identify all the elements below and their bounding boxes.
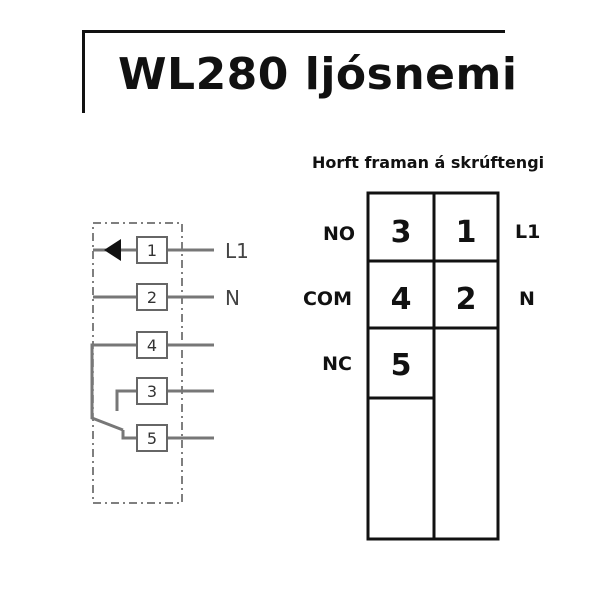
no-contact-wire bbox=[115, 389, 137, 411]
nc-contact-wire bbox=[121, 430, 137, 440]
row-label-nc: NC bbox=[322, 353, 352, 375]
diagram-subtitle: Horft framan á skrúftengi bbox=[312, 153, 545, 172]
terminal-4-box bbox=[136, 331, 168, 359]
title-frame bbox=[82, 30, 505, 113]
terminal-5-label: 5 bbox=[147, 429, 157, 448]
terminal-2-label: 2 bbox=[147, 288, 157, 307]
relay-switch-wire bbox=[90, 343, 137, 432]
cell-terminal-1: 1 bbox=[456, 215, 477, 250]
terminal-3-box bbox=[136, 377, 168, 405]
wire-label-l1: L1 bbox=[225, 239, 249, 263]
cell-terminal-2: 2 bbox=[456, 282, 477, 317]
cell-terminal-3: 3 bbox=[391, 215, 412, 250]
terminal-5-box bbox=[136, 424, 168, 452]
terminal-1-label: 1 bbox=[147, 241, 157, 260]
row-label-no: NO bbox=[323, 223, 355, 245]
terminal-4-label: 4 bbox=[147, 336, 157, 355]
row-label-n: N bbox=[519, 288, 535, 310]
row-label-l1: L1 bbox=[515, 221, 540, 243]
terminal-block: 3 1 4 2 5 NO COM NC L1 N bbox=[303, 191, 540, 541]
page-title: WL280 ljósnemi bbox=[118, 49, 518, 100]
cell-terminal-4: 4 bbox=[391, 282, 412, 317]
wire-label-n: N bbox=[225, 286, 240, 310]
row-label-com: COM bbox=[303, 288, 352, 310]
terminal-3-label: 3 bbox=[147, 382, 157, 401]
input-arrow-icon bbox=[104, 239, 121, 261]
schematic-dashed-enclosure bbox=[92, 222, 183, 504]
terminal-2-box bbox=[136, 283, 168, 311]
terminal-1-box bbox=[136, 236, 168, 264]
cell-terminal-5: 5 bbox=[391, 348, 412, 383]
schematic: 1 L1 2 N 4 3 5 bbox=[90, 222, 249, 504]
